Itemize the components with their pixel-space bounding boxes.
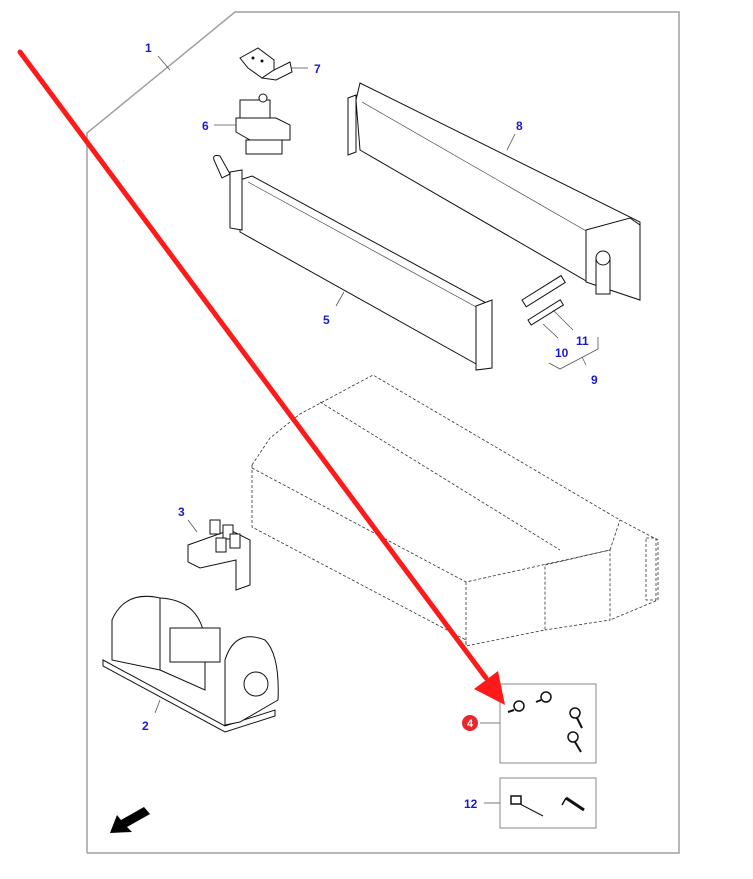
highlight-badge (462, 715, 478, 731)
callout-12-label: 12 (464, 797, 478, 811)
callout-2-label: 2 (142, 719, 149, 733)
callout-3-label: 3 (178, 505, 185, 519)
callout-7-label: 7 (314, 62, 321, 76)
callout-1[interactable]: 1 (145, 41, 171, 71)
callout-1-label: 1 (145, 41, 152, 55)
connector-kit-part[interactable]: 4 (462, 683, 597, 764)
blower-fan-part[interactable]: 2 (102, 595, 279, 733)
callout-9-label: 9 (591, 373, 598, 387)
callout-8-label: 8 (516, 119, 523, 133)
callout-10-label: 10 (555, 346, 569, 360)
pipe-set-part[interactable]: 11 10 9 (521, 274, 599, 387)
water-valve-part[interactable]: 6 (202, 93, 291, 155)
evaporator-part[interactable]: 8 (347, 82, 641, 301)
annotation-arrow (17, 49, 505, 705)
assembly-frame (86, 11, 680, 854)
callout-5-label: 5 (323, 313, 330, 327)
callout-11-label: 11 (576, 334, 589, 348)
resistor-block-part[interactable]: 3 (178, 505, 251, 591)
connector-icon (507, 691, 583, 753)
sensor-kit-part[interactable]: 12 (464, 777, 597, 829)
orientation-arrow-icon (110, 807, 150, 833)
valve-bracket-part[interactable]: 7 (239, 47, 321, 81)
callout-4-label: 4 (467, 718, 474, 730)
heater-housing-phantom (251, 374, 659, 647)
callout-6-label: 6 (202, 119, 209, 133)
heater-core-part[interactable]: 5 (213, 155, 493, 371)
sensor-icon (510, 795, 585, 817)
